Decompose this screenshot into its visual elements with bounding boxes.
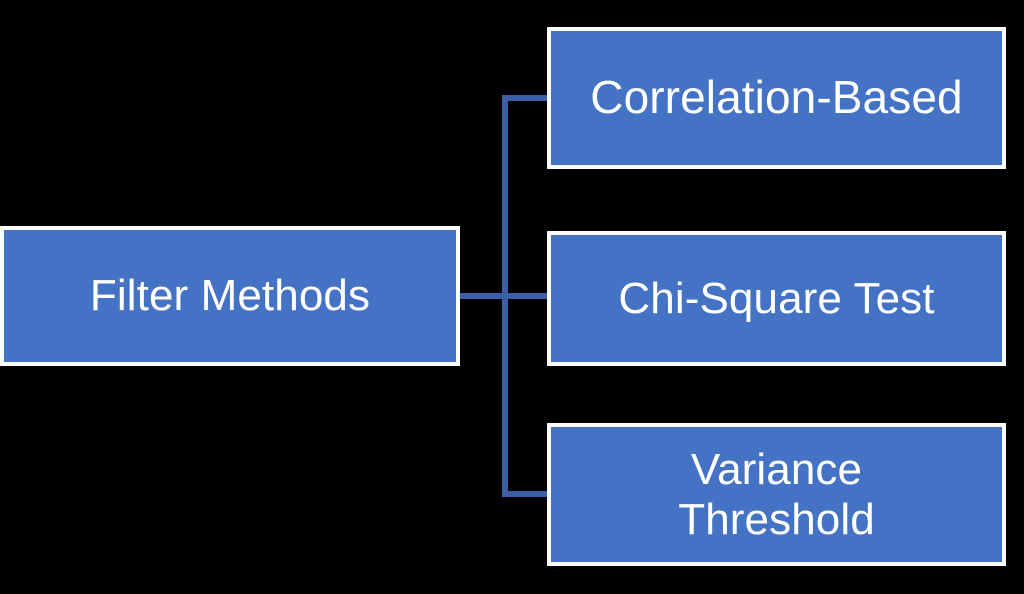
connector-trunk-stem-from-root [455,293,508,299]
node-chi-square-test-label: Chi-Square Test [618,273,935,323]
node-filter-methods[interactable]: Filter Methods [0,226,460,366]
connector-branch-to-chi-square [502,293,552,299]
node-correlation-based-label: Correlation-Based [590,71,963,124]
node-variance-threshold-label: Variance Threshold [678,445,875,544]
connector-branch-to-correlation [502,95,552,101]
node-correlation-based[interactable]: Correlation-Based [547,27,1006,169]
node-filter-methods-label: Filter Methods [89,271,371,321]
connector-branch-to-variance [502,491,552,497]
node-variance-threshold[interactable]: Variance Threshold [547,423,1006,566]
node-chi-square-test[interactable]: Chi-Square Test [547,231,1006,366]
